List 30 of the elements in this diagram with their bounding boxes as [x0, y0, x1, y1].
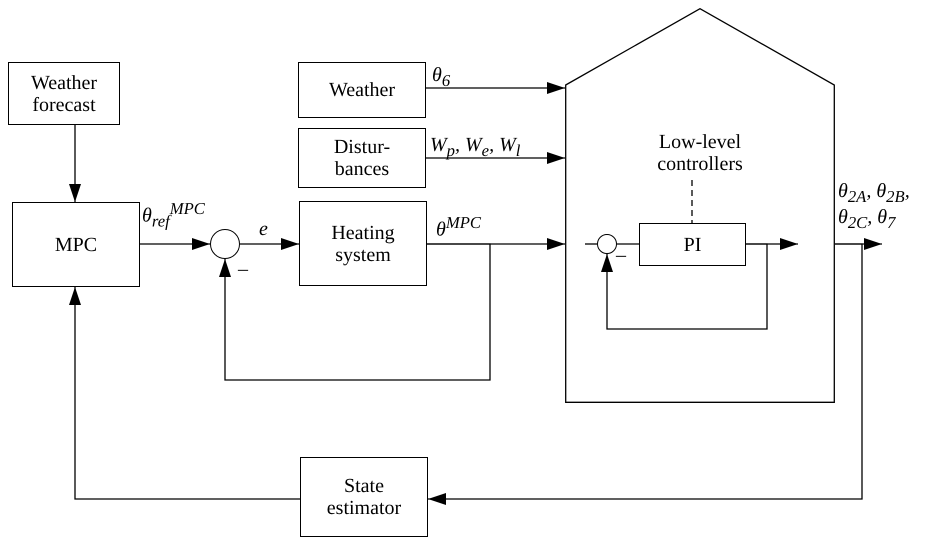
arrow — [69, 125, 81, 202]
block: PI — [639, 223, 746, 266]
connector-line — [585, 243, 597, 245]
edge-label: θ$_{2A}$, θ$_{2B}$, θ$_{2C}$, θ$_{7}$ — [838, 180, 911, 233]
block: Weather — [298, 62, 426, 118]
edge-label: e — [259, 218, 268, 240]
arrow — [140, 238, 210, 250]
block: MPC — [12, 202, 140, 287]
minus-sign: – — [238, 258, 248, 280]
arrow — [69, 287, 300, 500]
house-outline — [565, 8, 835, 403]
arrow — [426, 82, 565, 94]
minus-sign: – — [616, 244, 626, 266]
arrow — [240, 238, 299, 250]
arrow — [428, 243, 863, 505]
edge-label: W$_{p}$, W$_{e}$, W$_{l}$ — [430, 134, 520, 160]
block: Weather forecast — [8, 62, 120, 125]
arrow — [601, 243, 768, 330]
leader-line — [691, 180, 693, 223]
edge-label: θ$^{MPC}$ — [436, 214, 481, 241]
edge-label: θ$_{6}$ — [432, 64, 450, 90]
summing-junction — [210, 229, 240, 259]
block: Distur- bances — [298, 128, 426, 188]
arrow — [219, 243, 491, 381]
summing-junction — [597, 234, 617, 254]
block: State estimator — [300, 457, 428, 537]
annotation-text: Low-level controllers — [632, 126, 768, 180]
connector-line — [617, 243, 639, 245]
arrow — [426, 152, 565, 164]
block: Heating system — [299, 201, 427, 286]
